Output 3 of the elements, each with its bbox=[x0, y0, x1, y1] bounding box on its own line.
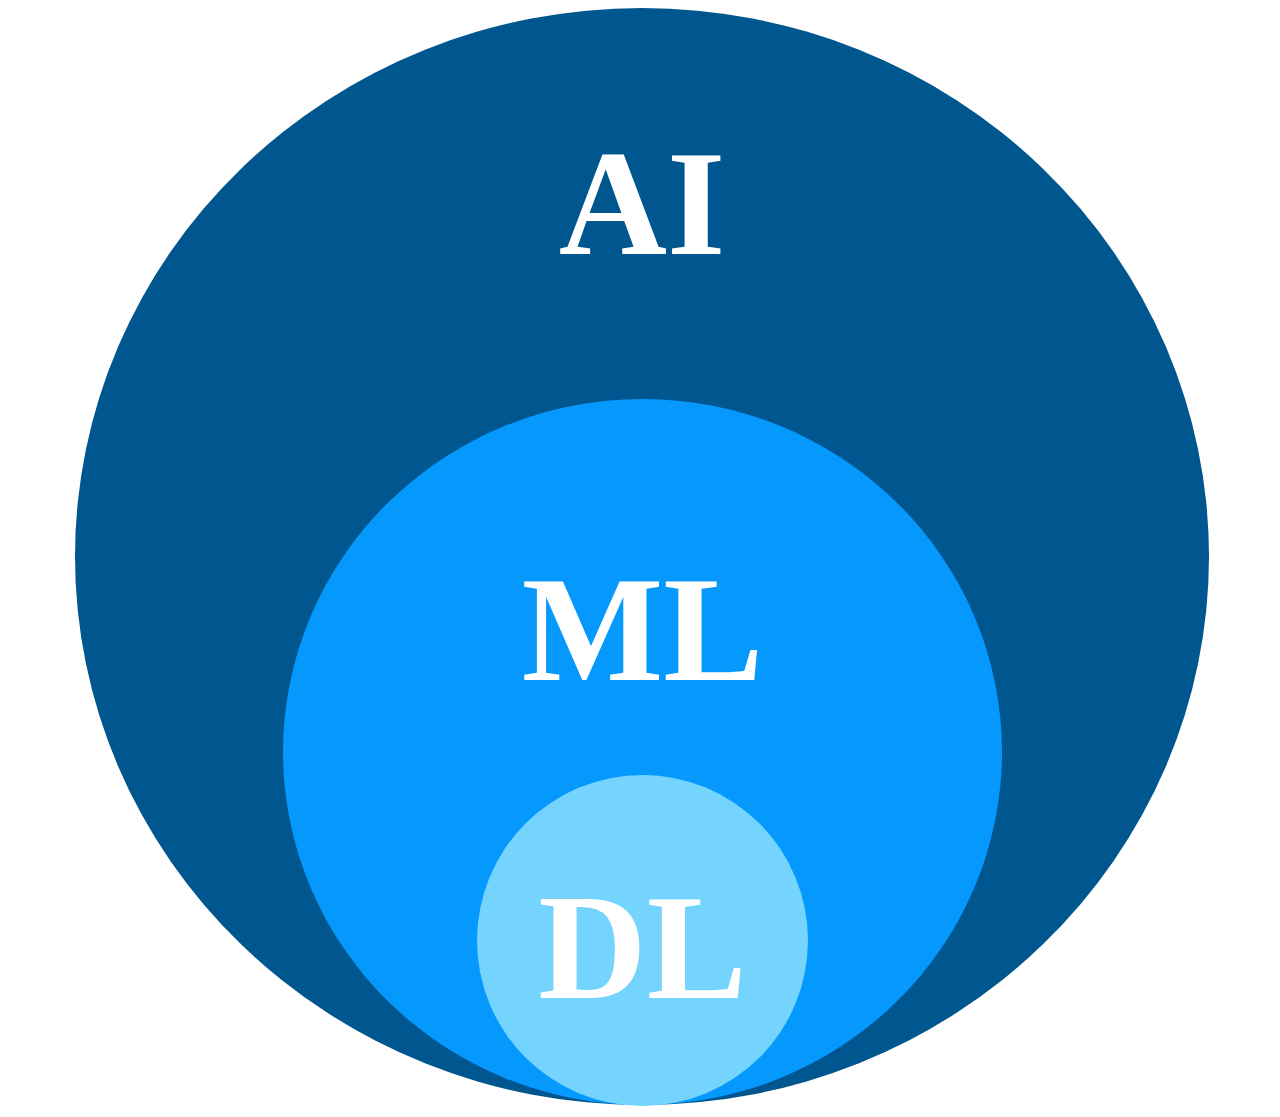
circle-label: AI bbox=[558, 128, 726, 278]
circle-label: DL bbox=[538, 872, 747, 1022]
circle-label: ML bbox=[521, 554, 764, 704]
